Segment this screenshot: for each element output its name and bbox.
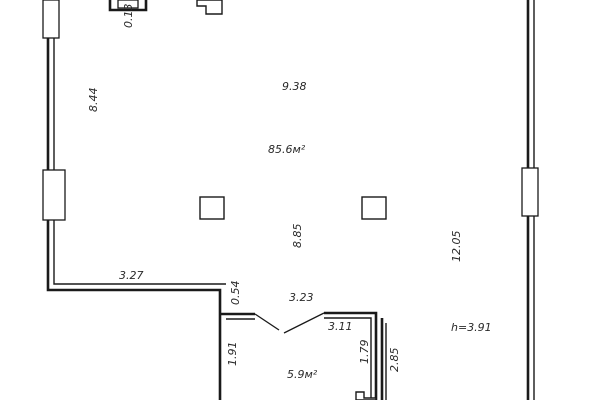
area-main-room: 85.6м²	[268, 143, 306, 156]
dim-step: 3.27	[119, 269, 144, 282]
column-left	[199, 196, 225, 220]
area-small-room: 5.9м²	[287, 368, 318, 381]
dim-main-depth: 8.85	[291, 224, 304, 249]
window-right	[521, 167, 539, 217]
vent-block	[196, 0, 223, 15]
dim-small-width: 3.23	[289, 291, 314, 304]
exterior-walls	[46, 0, 535, 400]
dim-main-width: 9.38	[282, 80, 307, 93]
column-right	[361, 196, 387, 220]
dim-right-wall: 12.05	[450, 231, 463, 263]
dim-partition: 0.54	[229, 281, 242, 306]
top-notch	[108, 0, 148, 12]
dim-small-left-height: 1.91	[226, 342, 239, 367]
dim-small-inner-width: 3.11	[328, 320, 353, 333]
top-notch-box	[117, 0, 139, 9]
dim-notch: 0.13	[122, 4, 135, 29]
dim-small-right-height: 1.79	[358, 340, 371, 365]
dim-left-wall: 8.44	[87, 88, 100, 113]
small-room-walls	[220, 311, 387, 400]
dim-right-depth: 2.85	[388, 348, 401, 373]
window-left-middle	[42, 169, 66, 221]
ceiling-height: h=3.91	[451, 321, 492, 334]
window-left-top	[42, 0, 60, 39]
